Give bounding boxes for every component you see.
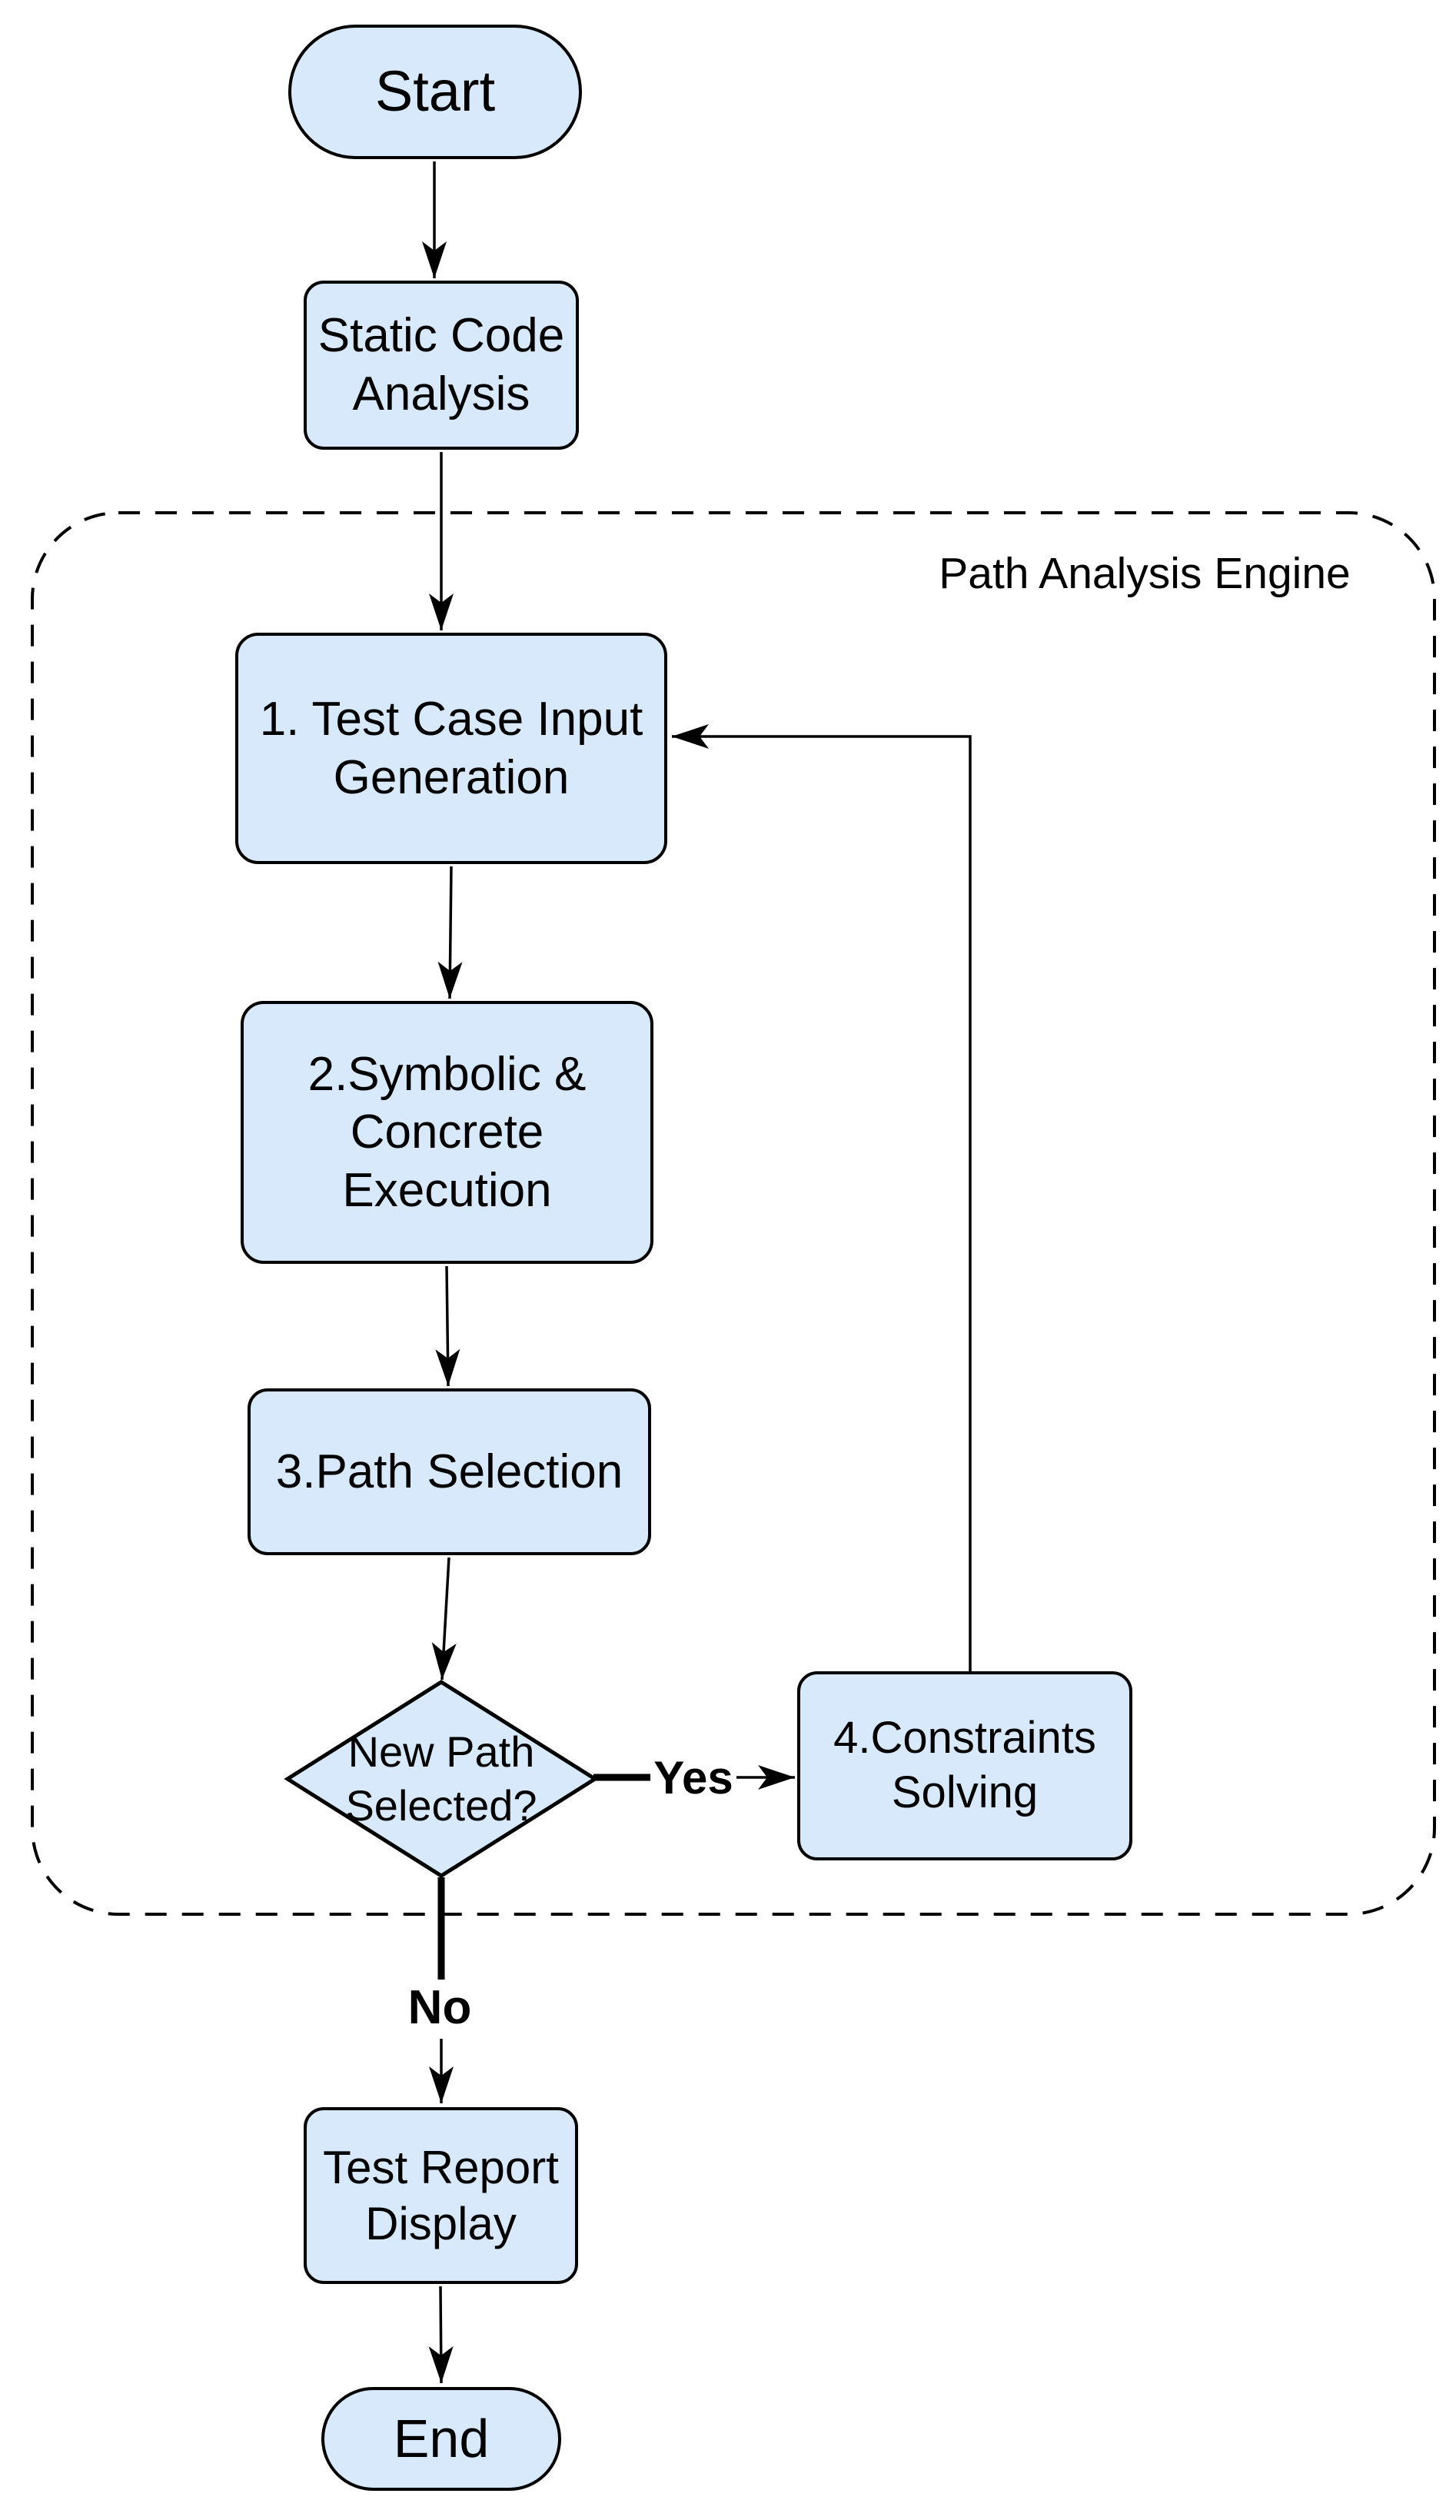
decision-diamond-shape bbox=[284, 1680, 599, 1878]
start-terminator: Start bbox=[288, 25, 582, 159]
edge-constraints-to-generation bbox=[672, 724, 972, 1671]
edge-generation-to-execution bbox=[437, 866, 463, 999]
process-test-report-display: Test Report Display bbox=[304, 2107, 578, 2284]
process-test-case-input-generation: 1. Test Case Input Generation bbox=[235, 633, 667, 864]
process-path-selection: 3.Path Selection bbox=[248, 1388, 651, 1555]
process-static-code-analysis: Static Code Analysis bbox=[304, 281, 579, 450]
process-symbolic-concrete-execution: 2.Symbolic & Concrete Execution bbox=[241, 1001, 653, 1264]
decision-diamond-label: New Path Selected? bbox=[345, 1727, 537, 1830]
edge-report-to-end bbox=[428, 2286, 454, 2384]
engine-container-label: Path Analysis Engine bbox=[939, 549, 1351, 598]
no-branch-label: No bbox=[407, 1980, 472, 2034]
end-terminator: End bbox=[321, 2387, 561, 2491]
edge-execution-to-selection bbox=[435, 1265, 460, 1387]
edge-selection-to-decision bbox=[431, 1557, 457, 1681]
process-constraints-solving: 4.Constraints Solving bbox=[797, 1671, 1132, 1860]
yes-branch-label: Yes bbox=[650, 1751, 736, 1804]
